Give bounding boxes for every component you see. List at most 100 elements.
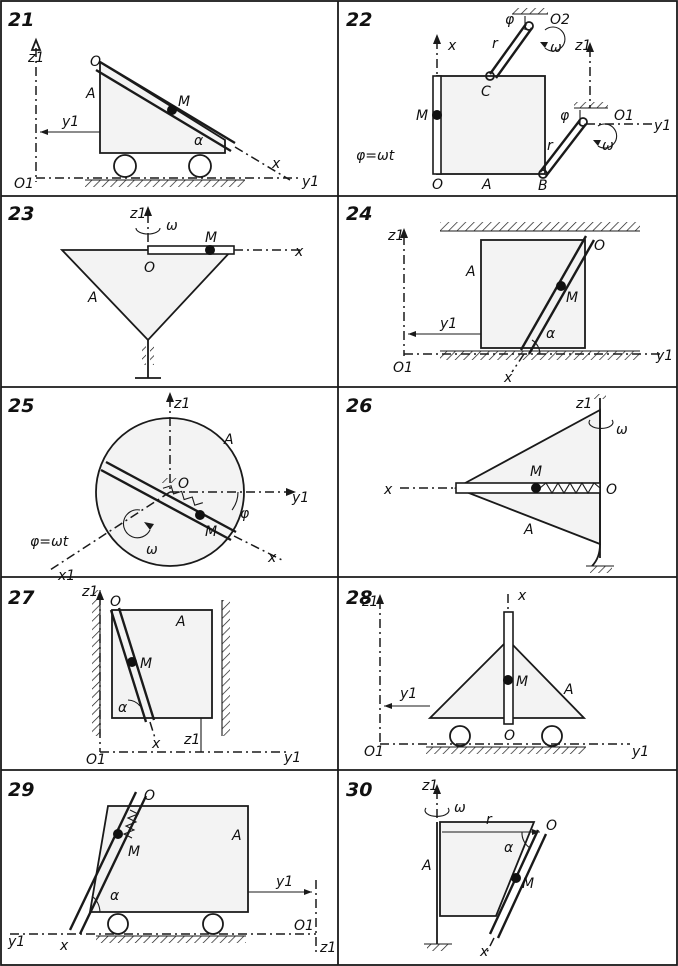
crank-bottom	[539, 119, 581, 173]
panel-29: 29 O M A α y1 y1 x O1 z1	[7, 779, 336, 956]
label-pivot-o1: O1	[614, 108, 634, 124]
label-point: M	[205, 524, 217, 540]
label-origin-tube: O	[432, 177, 443, 193]
label-origin-tube: O	[144, 788, 155, 804]
label-dist: y1	[439, 316, 457, 332]
panel-number: 27	[8, 587, 35, 609]
wheel	[449, 725, 471, 747]
label-origin-tube: O	[594, 238, 605, 254]
panel-28: 28 z1 x M A y1 O O1 y1	[346, 587, 649, 760]
wheel	[188, 154, 212, 178]
panel-26: 26 z1 ω x M O A	[346, 394, 628, 573]
label-dist: y1	[399, 686, 417, 702]
label-angle: α	[504, 840, 514, 856]
label-axis-x: x	[151, 736, 161, 752]
label-axis-x1: x1	[57, 568, 75, 584]
label-origin: O	[606, 482, 617, 498]
label-origin-tube: O	[546, 818, 557, 834]
panel-21: 21 z1 O A M y1 α O1 x y1	[8, 9, 319, 192]
label-point: M	[566, 290, 578, 306]
label-point: M	[178, 94, 190, 110]
label-body: A	[231, 828, 242, 844]
label-omega: ω	[616, 422, 628, 438]
label-angle: α	[110, 888, 120, 904]
label-origin: O1	[86, 752, 106, 768]
label-axis-x: x	[267, 550, 277, 566]
label-origin-tube: O	[90, 54, 101, 70]
label-dist: y1	[61, 114, 79, 130]
label-omega: ω	[166, 218, 178, 234]
label-phi-top: φ	[505, 12, 515, 28]
axis-x1	[49, 491, 171, 571]
panel-number: 23	[8, 203, 34, 225]
panel-number: 29	[8, 779, 34, 801]
label-point: M	[205, 230, 217, 246]
wheel	[113, 154, 137, 178]
label-omega: ω	[454, 800, 466, 816]
label-axis-z: z1	[81, 584, 98, 600]
panel-number: 22	[346, 9, 372, 31]
plate-a	[99, 60, 226, 154]
label-omega-top: ω	[550, 40, 562, 56]
label-point: M	[530, 464, 542, 480]
label-body: A	[85, 86, 96, 102]
label-crank-r-bottom: r	[547, 138, 554, 154]
plate-a	[59, 249, 235, 342]
panel-number: 24	[346, 203, 372, 225]
label-law: φ=ωt	[30, 534, 69, 550]
point-m	[511, 873, 521, 883]
label-axis-z: z1	[387, 228, 404, 244]
label-axis-y: y1	[301, 174, 319, 190]
tube-om	[95, 60, 236, 153]
label-origin: O	[178, 476, 189, 492]
tube-om	[147, 245, 235, 255]
label-axis-x: x	[294, 244, 304, 260]
label-origin: O	[144, 260, 155, 276]
label-body: A	[563, 682, 574, 698]
panel-number: 21	[8, 9, 34, 31]
label-body: A	[465, 264, 476, 280]
panel-27: 27 z1 O A M α x z1 O1 y1	[8, 584, 301, 768]
crank-top	[489, 23, 527, 75]
label-point: M	[128, 844, 140, 860]
label-axis-z: z1	[421, 778, 438, 794]
label-axis-z: z1	[173, 396, 190, 412]
label-angle: φ	[240, 506, 250, 522]
label-axis-y: y1	[283, 750, 301, 766]
tube-om	[432, 75, 442, 175]
label-dist: z1	[183, 732, 200, 748]
label-axis-y: y1	[291, 490, 309, 506]
label-dist: y1	[275, 874, 293, 890]
label-phi-bottom: φ	[560, 108, 570, 124]
label-origin: O1	[393, 360, 413, 376]
label-angle: α	[546, 326, 556, 342]
point-m	[113, 829, 123, 839]
panel-24: 24 z1 O A M y1 α O1 x y1	[346, 203, 673, 386]
tube-om	[503, 611, 514, 725]
panel-number: 25	[8, 395, 34, 417]
label-point: M	[522, 876, 534, 892]
label-axis-y: y1	[631, 744, 649, 760]
wheel	[202, 913, 224, 935]
point-m	[195, 510, 205, 520]
label-body: A	[87, 290, 98, 306]
label-axis-x: x	[517, 588, 527, 604]
label-crank-r-top: r	[492, 36, 499, 52]
panel-number: 28	[346, 587, 372, 609]
label-point: M	[516, 674, 528, 690]
label-origin: O1	[14, 176, 34, 192]
label-law: φ=ωt	[356, 148, 395, 164]
label-point: M	[140, 656, 152, 672]
panel-22: 22 x M O C A B r φ O2 ω z1	[346, 8, 671, 194]
point-m	[556, 281, 566, 291]
label-axis-y: y1	[7, 934, 25, 950]
panel-number: 26	[346, 395, 372, 417]
label-point-b: B	[538, 178, 548, 194]
point-m	[167, 105, 177, 115]
panel-number: 30	[346, 779, 372, 801]
point-m	[205, 245, 215, 255]
label-axis-x: x	[503, 370, 513, 386]
label-angle: α	[194, 133, 204, 149]
label-omega-bottom: ω	[602, 138, 614, 154]
